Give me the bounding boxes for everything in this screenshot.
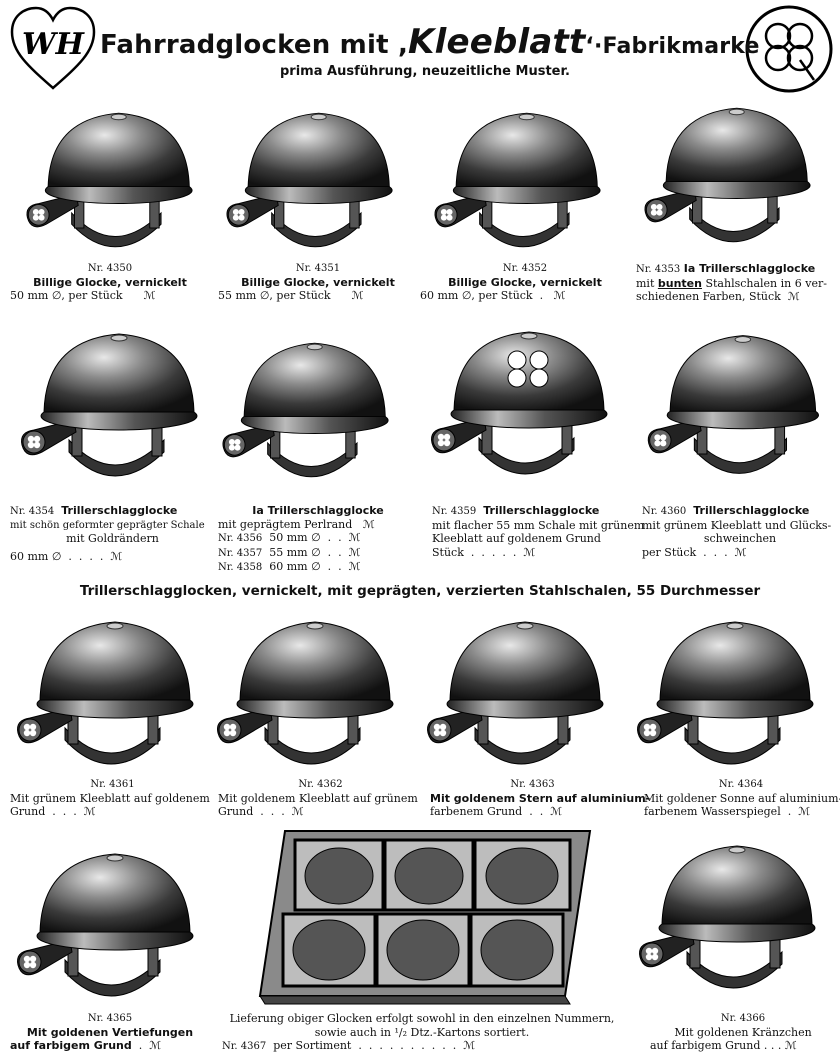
bell-image-4353 bbox=[632, 95, 832, 255]
page-title: Fahrradglocken mit ,Kleeblatt‘·Fabrikmar… bbox=[100, 22, 760, 62]
item-4363: Nr. 4363 Mit goldenem Stern auf aluminiu… bbox=[430, 779, 651, 818]
variant-4357: Nr. 4357 55 mm ∅ . . ℳ bbox=[218, 545, 361, 559]
wh-heart-logo: WH bbox=[10, 6, 96, 90]
item-4361: Nr. 4361 Mit grünem Kleeblatt auf golden… bbox=[10, 779, 210, 818]
bell-image-4362 bbox=[210, 608, 410, 778]
variant-4358: Nr. 4358 60 mm ∅ . . ℳ bbox=[218, 560, 361, 573]
section-heading: Trillerschlagglocken, vernickelt, mit ge… bbox=[79, 583, 761, 599]
item-4350: Nr. 4350 Billige Glocke, vernickelt 50 m… bbox=[10, 263, 187, 302]
bell-image-4360 bbox=[638, 322, 838, 487]
cloverleaf-logo bbox=[745, 5, 833, 93]
bell-image-4361 bbox=[10, 608, 210, 778]
logo-monogram: WH bbox=[22, 27, 86, 62]
assortment-box-image bbox=[258, 830, 592, 1005]
item-4354: Nr. 4354 Trillerschlagglocke mit schön g… bbox=[10, 504, 205, 563]
bell-image-4351 bbox=[214, 100, 414, 260]
bell-image-4366 bbox=[632, 832, 832, 1002]
item-4366: Nr. 4366 Mit goldenen Kränzchen auf farb… bbox=[650, 1013, 812, 1052]
item-4353: Nr. 4353 Ia Trillerschlagglocke mit bunt… bbox=[636, 262, 827, 303]
bell-image-4365 bbox=[10, 840, 210, 1010]
item-4351: Nr. 4351 Billige Glocke, vernickelt 55 m… bbox=[218, 263, 395, 302]
item-4359: Nr. 4359 Trillerschlagglocke mit flacher… bbox=[432, 504, 645, 559]
item-4367: Lieferung obiger Glocken erfolgt sowohl … bbox=[222, 1012, 615, 1052]
bell-image-4350 bbox=[14, 100, 214, 260]
bell-image-4363 bbox=[420, 608, 620, 778]
bell-image-4359 bbox=[424, 318, 624, 488]
item-4365: Nr. 4365 Mit goldenen Vertiefungen auf f… bbox=[10, 1013, 194, 1052]
item-4364: Nr. 4364 Mit goldener Sonne auf aluminiu… bbox=[644, 779, 840, 818]
item-4356-4358: Ia Trillerschlagglocke mit geprägtem Per… bbox=[218, 504, 418, 575]
page-subtitle: prima Ausführung, neuzeitliche Muster. bbox=[280, 64, 570, 79]
item-4360: Nr. 4360 Trillerschlagglocke mit grünem … bbox=[642, 504, 832, 559]
bell-image-4352 bbox=[422, 100, 622, 260]
item-4352: Nr. 4352 Billige Glocke, vernickelt 60 m… bbox=[420, 263, 602, 302]
bell-image-4356 bbox=[210, 330, 410, 490]
bell-image-4354 bbox=[14, 320, 214, 490]
bell-image-4364 bbox=[630, 608, 830, 778]
variant-4356: Nr. 4356 50 mm ∅ . . ℳ bbox=[218, 531, 361, 544]
item-4362: Nr. 4362 Mit goldenem Kleeblatt auf grün… bbox=[218, 779, 418, 818]
